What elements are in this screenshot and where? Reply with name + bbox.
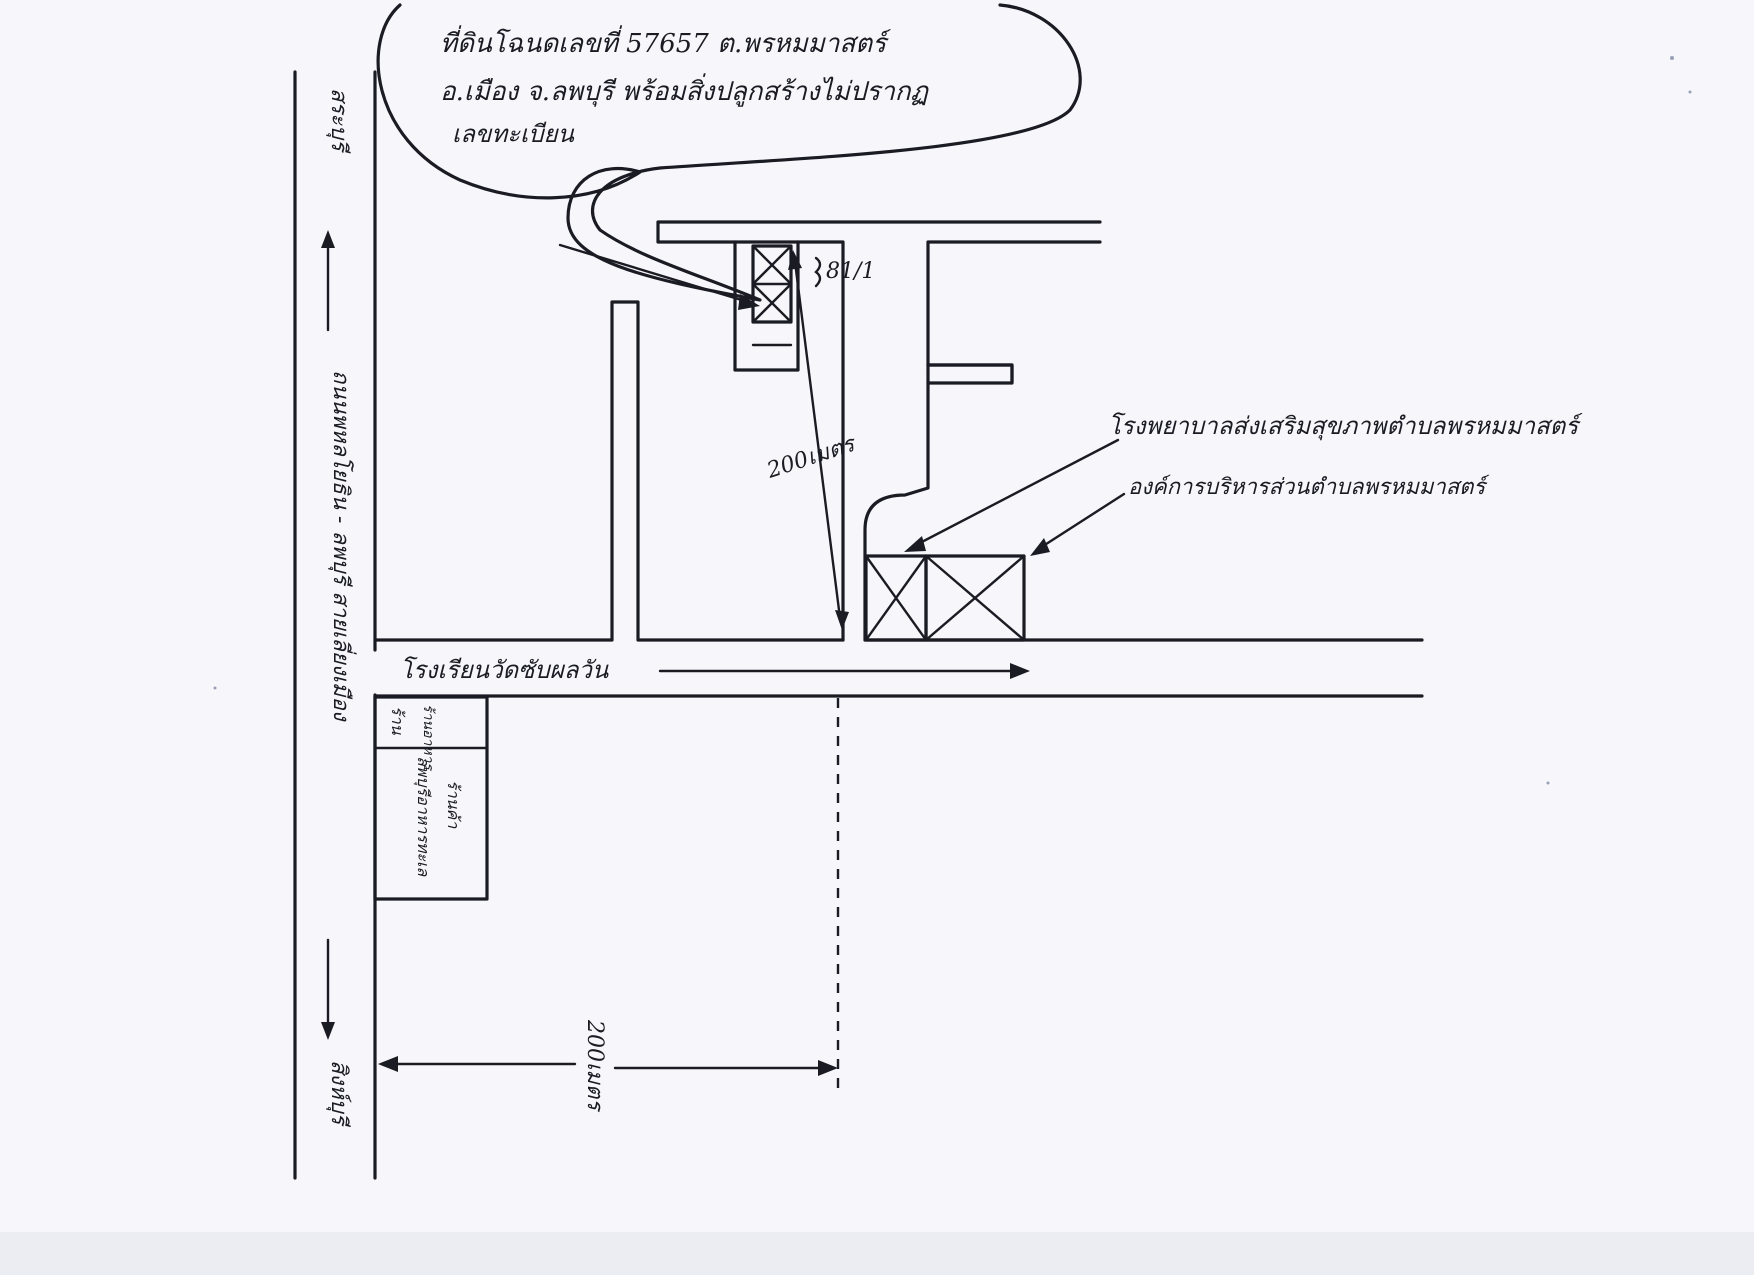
lane-east-edge-curve <box>863 363 1014 642</box>
highway-arrow-north <box>321 230 335 332</box>
shop-body-1: ลพบุรีอาหารทะเล <box>413 756 433 877</box>
target-land-plot <box>733 240 800 372</box>
health-hospital-label: โรงพยาบาลส่งเสริมสุขภาพตำบลพรหมมาสตร์ <box>1108 412 1583 441</box>
tao-office-building <box>924 554 1026 642</box>
scan-speck <box>1670 56 1674 60</box>
paper-bottom-edge <box>0 1232 1754 1275</box>
lane-side-stub <box>926 363 1014 385</box>
bottom-distance-label: 200เมตร <box>582 1019 607 1113</box>
lane-distance-arrow <box>788 250 849 630</box>
callout-pointer-arrow <box>558 243 760 310</box>
bottom-distance-arrow <box>378 1056 838 1076</box>
tao-arrow <box>1030 492 1126 556</box>
lane-east-branch <box>926 240 1102 367</box>
scan-speck <box>1688 90 1692 94</box>
shop-body-2: ร้านค้า <box>444 780 463 829</box>
scan-speck <box>213 686 217 690</box>
tao-label: องค์การบริหารส่วนตำบลพรหมมาสตร์ <box>1128 474 1490 500</box>
callout-line-3: เลขทะเบียน <box>452 120 575 148</box>
highway-label: ถนนพหลโยธิน - ลพบุรี สายเลี่ยงเมือง <box>328 370 357 723</box>
shop-box <box>373 695 489 901</box>
direction-bottom-label: สิงห์บุรี <box>326 1060 352 1128</box>
health-hospital-arrow <box>904 438 1120 552</box>
callout-line-2: อ.เมือง จ.ลพบุรี พร้อมสิ่งปลูกสร้างไม่ปร… <box>440 73 930 107</box>
shop-header-2: ร้านอาหาร <box>420 704 436 771</box>
lane-west-edge <box>656 220 1102 642</box>
callout-line-1: ที่ดินโฉนดเลขที่ 57657 ต.พรหมมาสตร์ <box>440 25 891 59</box>
shop-header-1: ร้าน <box>388 706 407 736</box>
scan-speck <box>1546 781 1550 785</box>
school-road-arrow <box>658 663 1030 679</box>
house-number-brace <box>814 256 822 288</box>
house-number-label: 81/1 <box>826 259 875 284</box>
callout-bubble <box>376 3 1082 302</box>
highway-arrow-south <box>321 938 335 1040</box>
school-road-label: โรงเรียนวัดซับผลวัน <box>400 656 609 684</box>
side-road-north-edge-left <box>373 300 845 642</box>
direction-top-label: สระบุรี <box>326 88 351 154</box>
health-hospital-building <box>864 554 928 642</box>
